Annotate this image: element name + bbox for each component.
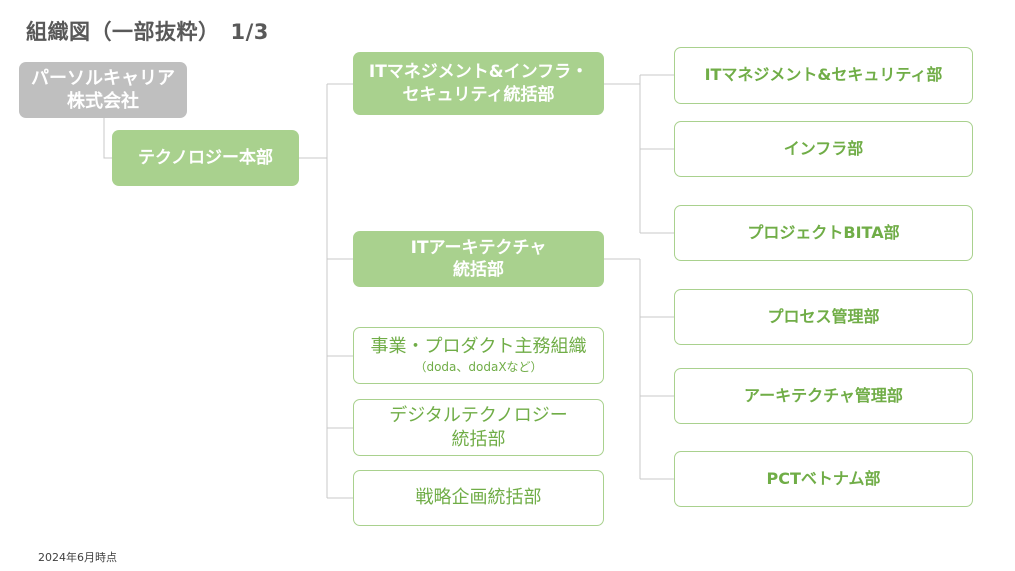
digital-tech-division-label: デジタルテクノロジー 統括部 <box>389 405 568 450</box>
infra-dept-label: インフラ部 <box>783 138 864 158</box>
it-arch-division-box: ITアーキテクチャ 統括部 <box>353 231 604 287</box>
pct-vietnam-dept-box: PCTベトナム部 <box>674 451 973 507</box>
biz-product-box: 事業・プロダクト主務組織 （doda、dodaXなど） <box>353 327 604 384</box>
itm-infra-division-label: ITマネジメント&インフラ・ セキュリティ統括部 <box>368 62 589 105</box>
tech-hq-label: テクノロジー本部 <box>138 147 273 168</box>
biz-product-label: 事業・プロダクト主務組織 <box>370 336 587 357</box>
company-label: パーソルキャリア 株式会社 <box>31 67 175 112</box>
process-mgmt-dept-label: プロセス管理部 <box>767 306 880 326</box>
arch-mgmt-dept-box: アーキテクチャ管理部 <box>674 368 973 424</box>
itm-security-dept-box: ITマネジメント&セキュリティ部 <box>674 47 973 104</box>
itm-security-dept-label: ITマネジメント&セキュリティ部 <box>704 65 943 85</box>
tech-hq-box: テクノロジー本部 <box>112 130 299 186</box>
digital-tech-division-box: デジタルテクノロジー 統括部 <box>353 399 604 456</box>
connector-company-techhq <box>103 117 112 159</box>
arch-mgmt-dept-label: アーキテクチャ管理部 <box>744 385 903 405</box>
project-bita-dept-box: プロジェクトBITA部 <box>674 205 973 261</box>
strategy-division-label: 戦略企画統括部 <box>415 487 542 509</box>
strategy-division-box: 戦略企画統括部 <box>353 470 604 526</box>
process-mgmt-dept-box: プロセス管理部 <box>674 289 973 345</box>
page-title: 組織図（一部抜粋） 1/3 <box>26 20 269 44</box>
pct-vietnam-dept-label: PCTベトナム部 <box>766 468 881 488</box>
project-bita-dept-label: プロジェクトBITA部 <box>747 222 900 242</box>
itm-infra-division-box: ITマネジメント&インフラ・ セキュリティ統括部 <box>353 52 604 115</box>
company-box: パーソルキャリア 株式会社 <box>19 62 187 118</box>
it-arch-division-label: ITアーキテクチャ 統括部 <box>410 237 547 280</box>
date-note: 2024年6月時点 <box>38 551 117 564</box>
biz-product-sublabel: （doda、dodaXなど） <box>414 360 543 375</box>
infra-dept-box: インフラ部 <box>674 121 973 177</box>
